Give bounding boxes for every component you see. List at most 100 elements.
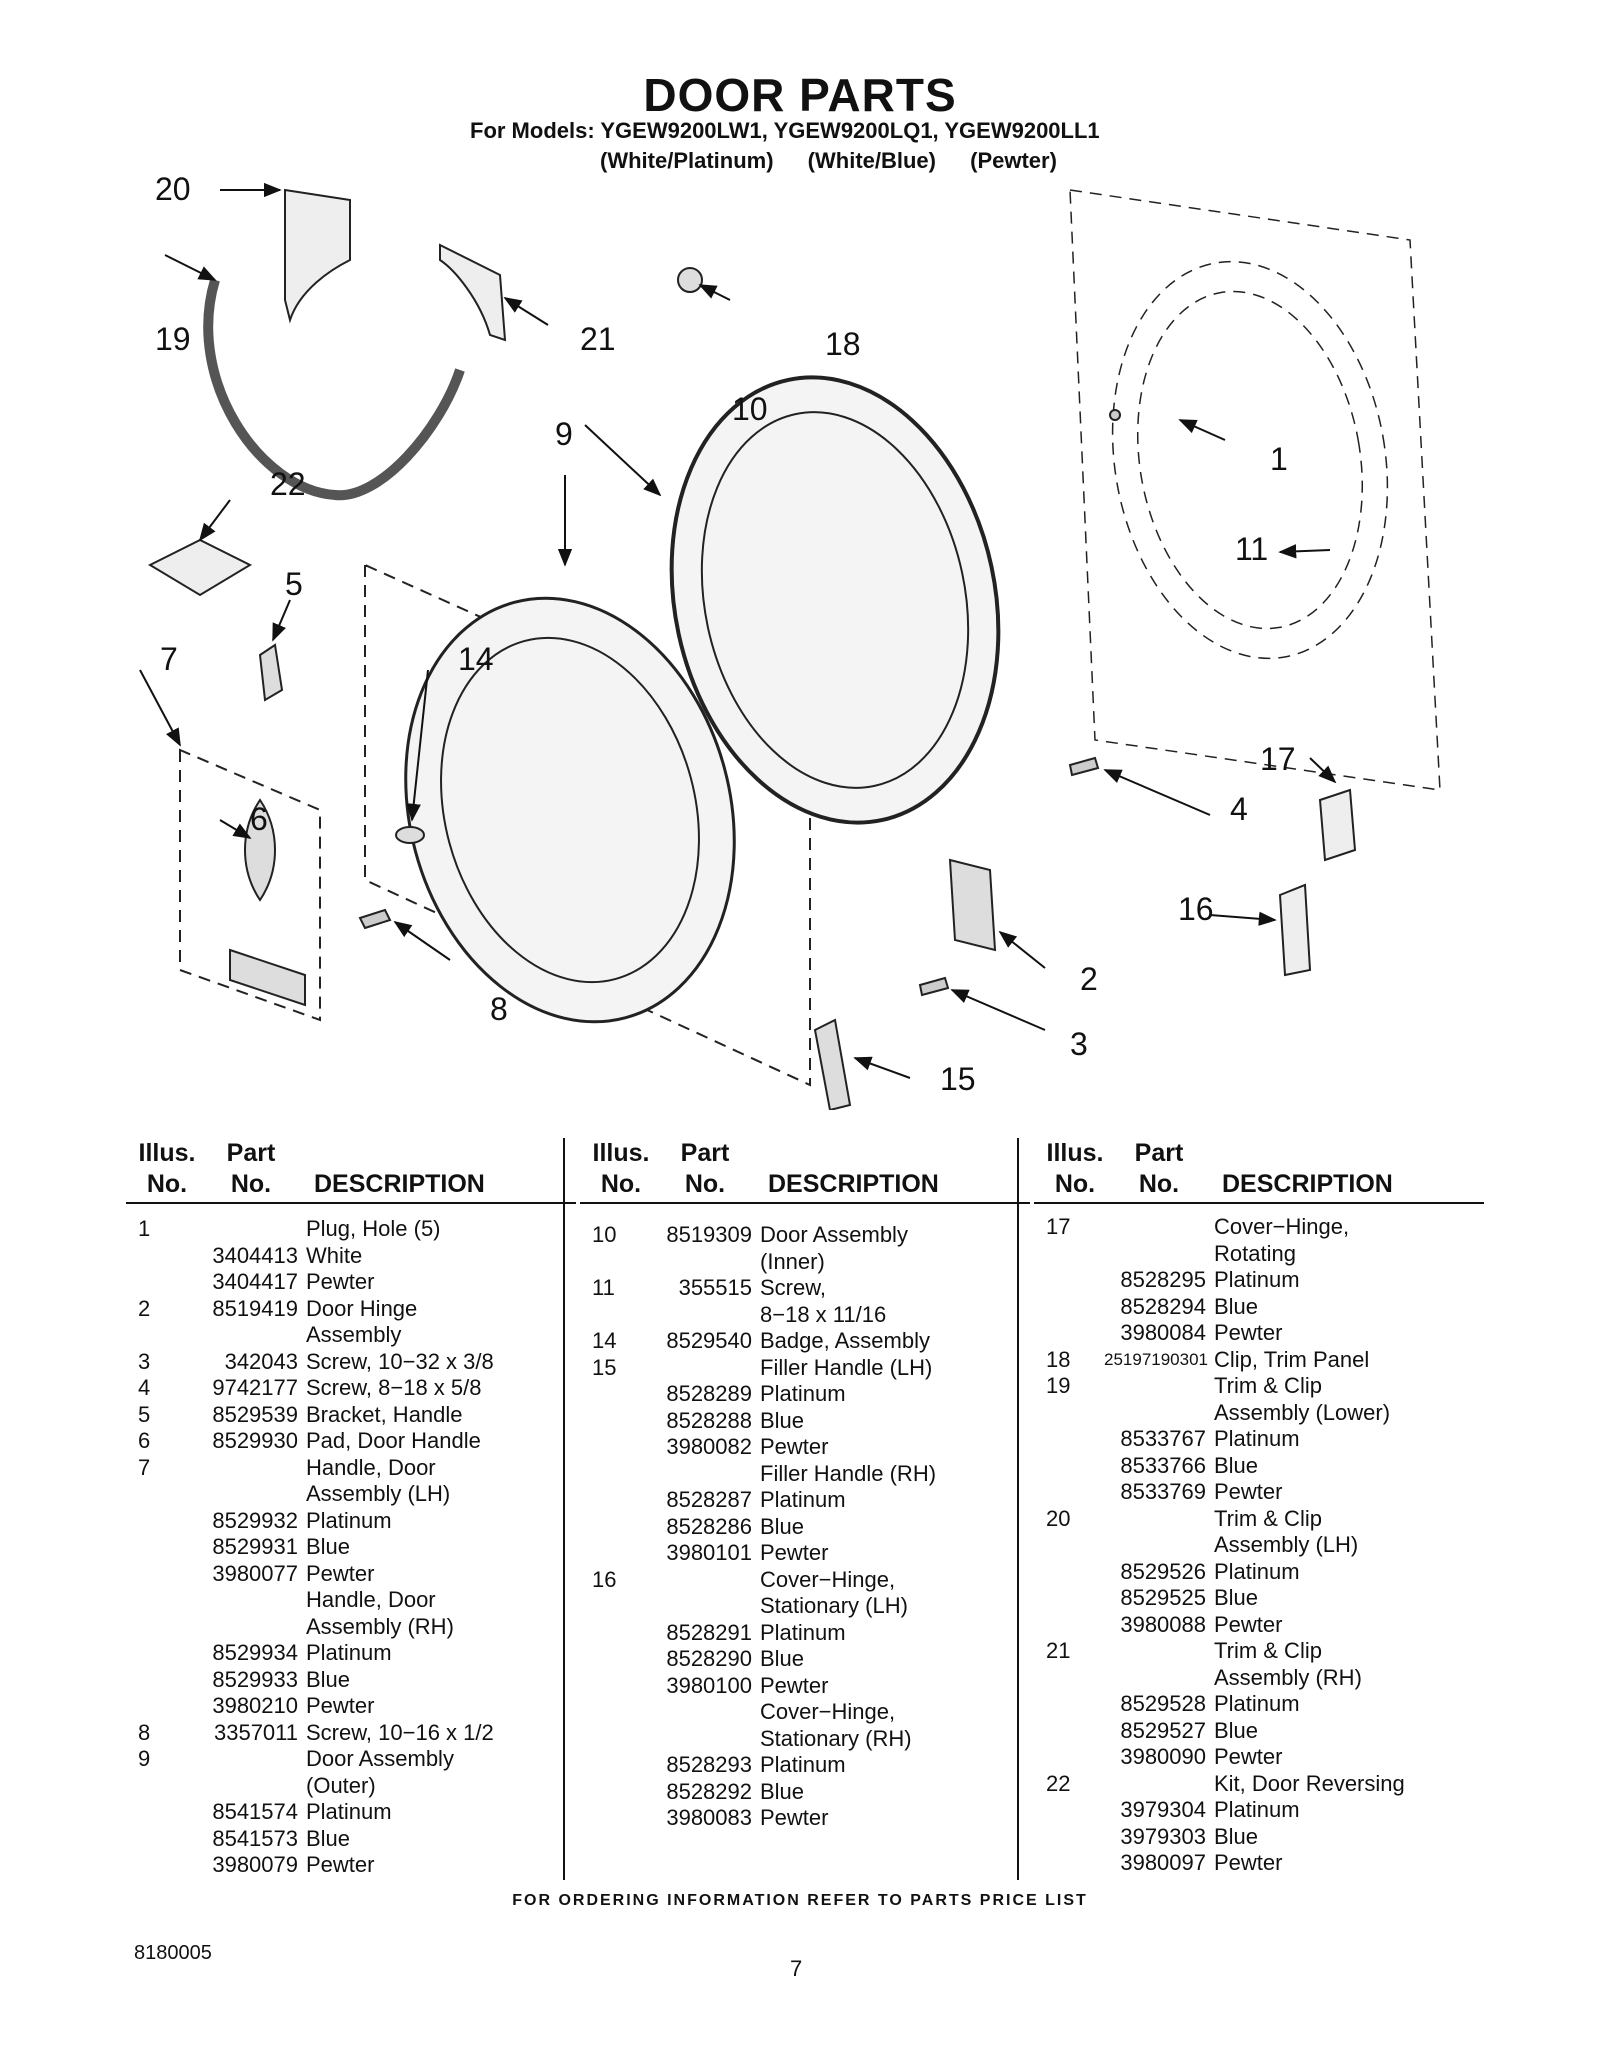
part-no-cell bbox=[650, 1355, 760, 1382]
part-no-cell: 8541574 bbox=[212, 1799, 298, 1824]
leader-5 bbox=[272, 599, 291, 642]
illus-no-cell bbox=[580, 1646, 650, 1673]
description-cell: Blue bbox=[760, 1513, 805, 1539]
part-no-cell bbox=[1104, 1771, 1214, 1798]
variant-white-blue: (White/Blue) bbox=[807, 148, 936, 173]
trim-clip-lower-part bbox=[203, 278, 465, 501]
part-no-cell: 3980101 bbox=[666, 1540, 752, 1565]
leader-16 bbox=[1209, 911, 1277, 926]
description-cell: Cover−Hinge, bbox=[1214, 1214, 1350, 1239]
illus-no-cell bbox=[126, 1773, 196, 1800]
description-cell: Kit, Door Reversing bbox=[1214, 1770, 1405, 1796]
illus-no-cell bbox=[126, 1799, 196, 1826]
part-no-cell: 3980210 bbox=[212, 1693, 298, 1718]
part-no-cell bbox=[1104, 1400, 1214, 1427]
part-no-cell: 3404413 bbox=[212, 1242, 298, 1268]
part-no-cell bbox=[196, 1481, 306, 1508]
part-no-cell: 3979304 bbox=[1120, 1797, 1206, 1822]
part-no-cell: 3979303 bbox=[1120, 1823, 1206, 1849]
illus-no-cell bbox=[580, 1434, 650, 1461]
part-no-cell: 8528288 bbox=[666, 1407, 752, 1433]
part-no-cell: 8529527 bbox=[1120, 1717, 1206, 1743]
leader-3 bbox=[950, 989, 1046, 1031]
illus-no-cell bbox=[126, 1826, 196, 1853]
header-description: DESCRIPTION bbox=[768, 1170, 939, 1198]
part-no-cell: 9742177 bbox=[212, 1375, 298, 1400]
part-no-cell: 8529931 bbox=[212, 1534, 298, 1559]
part-no-cell: 8528287 bbox=[666, 1487, 752, 1512]
leader-7 bbox=[139, 669, 181, 747]
outer-door-part bbox=[404, 596, 736, 1024]
leader-21 bbox=[503, 297, 549, 326]
illus-no-cell bbox=[126, 1852, 196, 1879]
illus-no-cell: 19 bbox=[1046, 1373, 1071, 1398]
table-row: (Inner) bbox=[580, 1249, 1030, 1276]
callout-20: 20 bbox=[155, 171, 191, 207]
illus-no-cell bbox=[1034, 1559, 1104, 1586]
header-part: Part bbox=[1134, 1139, 1184, 1167]
screw-8-part bbox=[358, 908, 392, 930]
leader-14 bbox=[406, 669, 429, 822]
leader-4 bbox=[1103, 769, 1211, 816]
part-no-cell bbox=[650, 1461, 760, 1488]
illus-no-cell bbox=[1034, 1479, 1104, 1506]
description-cell: Door Assembly bbox=[760, 1222, 908, 1247]
cabinet-front-outline bbox=[1069, 189, 1441, 791]
part-no-cell: 8529539 bbox=[212, 1401, 298, 1427]
part-no-cell: 3404417 bbox=[212, 1269, 298, 1294]
description-cell: Platinum bbox=[306, 1799, 392, 1824]
leader-11 bbox=[1278, 544, 1331, 559]
trim-clip-lh-part bbox=[284, 188, 351, 324]
description-cell: Platinum bbox=[1214, 1267, 1300, 1292]
illus-no-cell bbox=[1034, 1850, 1104, 1877]
table-row: 8−18 x 11/16 bbox=[580, 1302, 1030, 1329]
illus-no-cell: 18 bbox=[1046, 1346, 1071, 1372]
filler-handle-part bbox=[813, 1018, 852, 1110]
illus-no-cell: 5 bbox=[138, 1401, 151, 1427]
header-illus-no: No. bbox=[146, 1170, 188, 1198]
illus-no-cell bbox=[580, 1381, 650, 1408]
illus-no-cell: 17 bbox=[1046, 1214, 1071, 1239]
table-row: Assembly (LH) bbox=[1034, 1532, 1484, 1559]
part-no-cell: 3980083 bbox=[666, 1805, 752, 1830]
description-cell: Clip, Trim Panel bbox=[1214, 1346, 1370, 1372]
description-cell: Cover−Hinge, bbox=[760, 1699, 896, 1724]
description-cell: Screw, 8−18 x 5/8 bbox=[306, 1375, 482, 1400]
illus-no-cell: 7 bbox=[138, 1454, 151, 1480]
description-cell: Blue bbox=[760, 1407, 805, 1433]
illus-no-cell bbox=[1034, 1824, 1104, 1851]
part-no-cell bbox=[650, 1593, 760, 1620]
callout-22: 22 bbox=[270, 466, 306, 502]
header-description: DESCRIPTION bbox=[314, 1170, 485, 1198]
description-cell: Blue bbox=[1214, 1717, 1259, 1743]
table-row: Cover−Hinge, bbox=[580, 1699, 1030, 1726]
description-cell: Blue bbox=[1214, 1585, 1259, 1610]
part-no-cell bbox=[1104, 1214, 1214, 1241]
models-line: For Models: YGEW9200LW1, YGEW9200LQ1, YG… bbox=[470, 118, 1100, 143]
header-illus: Illus. bbox=[592, 1139, 650, 1167]
part-no-cell: 3980088 bbox=[1120, 1611, 1206, 1637]
illus-no-cell bbox=[1034, 1612, 1104, 1639]
description-cell: Pewter bbox=[1214, 1320, 1283, 1345]
illus-no-cell: 11 bbox=[592, 1275, 615, 1300]
part-no-cell bbox=[650, 1726, 760, 1753]
description-cell: Screw, 10−16 x 1/2 bbox=[306, 1719, 494, 1745]
illus-no-cell bbox=[1034, 1797, 1104, 1824]
part-no-cell bbox=[196, 1773, 306, 1800]
